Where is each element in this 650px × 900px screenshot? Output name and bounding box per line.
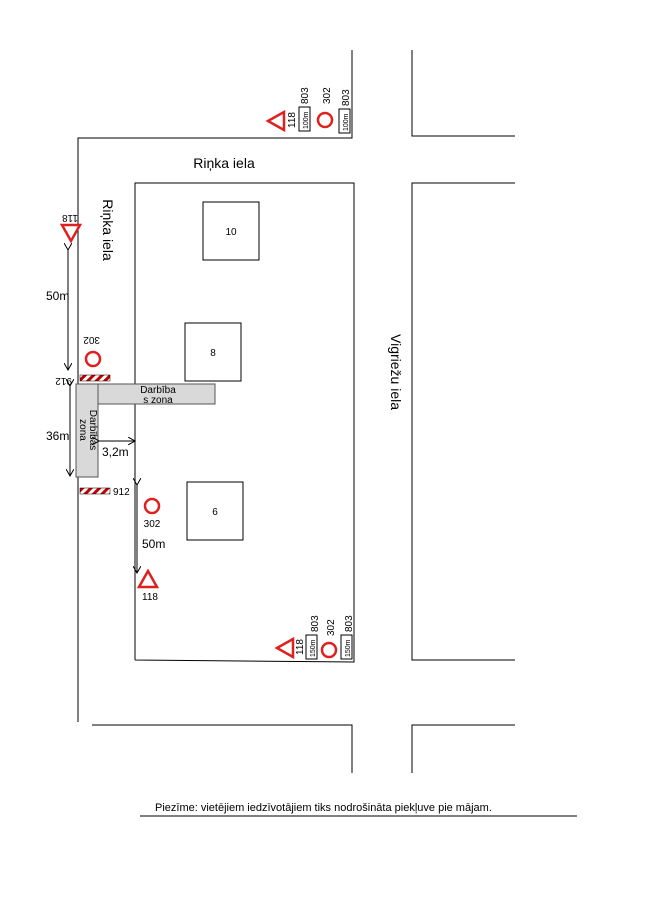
svg-text:803: 803 — [310, 615, 321, 632]
street-label-left: Riņka iela — [100, 199, 116, 261]
road-edges — [77, 50, 515, 773]
warning-sign-118-middle: 118 — [136, 568, 160, 603]
svg-text:118: 118 — [62, 212, 78, 223]
svg-text:Darbība: Darbība — [140, 385, 176, 396]
svg-text:50m: 50m — [142, 537, 165, 551]
svg-text:150m: 150m — [310, 639, 317, 657]
svg-text:100m: 100m — [303, 111, 310, 129]
dimension-lines: 50m 36m 3,2m 50m — [46, 250, 165, 573]
svg-text:Darbības: Darbības — [87, 410, 98, 451]
svg-text:302: 302 — [144, 519, 161, 530]
svg-text:302: 302 — [322, 87, 333, 104]
svg-text:118: 118 — [142, 592, 158, 603]
svg-text:6: 6 — [212, 507, 218, 518]
sign-group-bottom: 118 150m 803 302 150m 803 — [274, 615, 355, 660]
house-10: 10 — [202, 201, 260, 261]
house-6: 6 — [186, 481, 244, 541]
svg-text:302: 302 — [83, 334, 100, 345]
svg-text:803: 803 — [300, 87, 311, 104]
svg-text:zona: zona — [77, 419, 88, 441]
svg-text:912: 912 — [55, 375, 72, 386]
svg-text:803: 803 — [341, 89, 352, 106]
work-zone: Darbība s zona Darbības zona — [75, 383, 216, 478]
street-label-right: Vigriežu iela — [388, 334, 404, 410]
svg-text:100m: 100m — [343, 113, 350, 131]
svg-text:803: 803 — [344, 615, 355, 632]
svg-text:302: 302 — [326, 619, 337, 636]
svg-text:36m: 36m — [46, 429, 69, 443]
svg-text:50m: 50m — [46, 289, 69, 303]
warning-sign-118-left: 118 — [59, 212, 83, 244]
svg-text:118: 118 — [287, 112, 298, 128]
svg-text:912: 912 — [113, 487, 130, 498]
no-entry-sign-302-left: 302 — [83, 334, 102, 368]
svg-text:118: 118 — [295, 639, 306, 655]
svg-text:s zona: s zona — [143, 395, 173, 406]
svg-text:10: 10 — [225, 227, 237, 238]
barrier-sign-912-bottom: 912 — [79, 487, 130, 498]
sign-group-top: 118 100m 803 302 100m 803 — [265, 87, 352, 134]
svg-text:150m: 150m — [345, 639, 352, 657]
svg-text:8: 8 — [210, 348, 216, 359]
barrier-sign-912-top: 912 — [55, 374, 111, 386]
svg-text:3,2m: 3,2m — [102, 445, 129, 459]
street-label-top: Riņka iela — [193, 155, 255, 171]
note-text: Piezīme: vietējiem iedzīvotājiem tiks no… — [155, 802, 492, 814]
house-8: 8 — [184, 322, 242, 382]
no-entry-sign-302-middle: 302 — [144, 497, 161, 530]
